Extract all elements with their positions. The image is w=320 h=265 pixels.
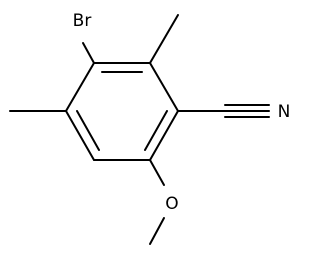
chemical-structure-diagram: Br N O <box>9 11 291 245</box>
bromine-bond <box>82 42 95 64</box>
ring-bond-c1-c2 <box>149 62 179 112</box>
ring-bond-c5-c6 <box>65 62 95 112</box>
bromine-atom-label: Br <box>73 11 92 31</box>
methoxy-bond-ring-oxygen <box>149 159 165 186</box>
ring-double-bond-inner-right <box>144 110 168 151</box>
nitrogen-atom-label: N <box>278 102 291 122</box>
methyl-bond-top-right <box>149 14 179 64</box>
ring-bond-c2-c3 <box>149 110 179 161</box>
ring-bond-c4-c5 <box>65 110 95 161</box>
ring-double-bond-inner-left <box>76 110 100 151</box>
oxygen-atom-label: O <box>165 194 178 214</box>
methoxy-bond-oxygen-methyl <box>149 217 165 245</box>
